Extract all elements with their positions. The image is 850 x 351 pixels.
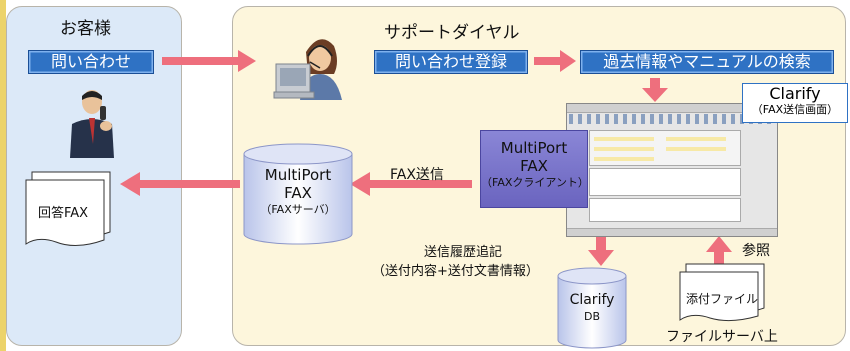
file-server-label: ファイルサーバ上 — [666, 329, 778, 345]
reply-fax-label: 回答FAX — [38, 206, 89, 221]
left-accent-strip — [0, 0, 6, 351]
clarify-screen-title: Clarify — [769, 84, 821, 103]
attachment-label: 添付ファイル — [686, 292, 759, 306]
clarify-db-cylinder — [557, 267, 627, 349]
customer-heading: お客様 — [60, 19, 111, 39]
arrow-register-to-search — [534, 50, 576, 72]
window-text-area — [589, 168, 741, 196]
arrow-search-to-clarify — [642, 78, 668, 102]
arrow-inquiry-to-operator — [162, 50, 256, 72]
reference-label: 参照 — [742, 243, 770, 259]
history-label-line1: 送信履歴追記 — [424, 245, 503, 260]
fax-client-line2: FAX — [520, 157, 548, 175]
support-heading: サポートダイヤル — [384, 23, 520, 43]
arrow-file-to-clarify — [706, 236, 732, 268]
db-label: Clarify DB — [556, 292, 628, 324]
fax-server-line2: FAX — [284, 184, 312, 202]
reply-fax-document-icon — [25, 171, 111, 246]
fax-client-box: MultiPort FAX （FAXクライアント） — [480, 130, 589, 208]
window-toolbar — [569, 114, 775, 124]
clarify-window-screenshot — [566, 103, 778, 237]
fax-server-line1: MultiPort — [264, 166, 332, 184]
clarify-screen-label: Clarify （FAX送信画面） — [742, 83, 848, 123]
register-box: 問い合わせ登録 — [374, 50, 528, 74]
window-list-area — [589, 198, 741, 222]
fax-send-label: FAX送信 — [390, 167, 444, 183]
fax-client-line3: （FAXクライアント） — [481, 176, 589, 189]
fax-server-cylinder — [243, 143, 353, 245]
arrow-client-to-server — [350, 172, 472, 196]
clarify-screen-subtitle: （FAX送信画面） — [751, 103, 839, 116]
fax-client-line1: MultiPort — [500, 139, 568, 157]
arrow-server-to-customer — [120, 172, 240, 196]
attachment-document-icon — [679, 263, 765, 322]
support-operator-icon — [273, 39, 342, 100]
fax-server-line3: （FAXサーバ） — [260, 203, 336, 216]
window-statusbar — [567, 228, 777, 236]
inquiry-box: 問い合わせ — [28, 50, 154, 74]
fax-server-label: MultiPort FAX （FAXサーバ） — [244, 166, 352, 218]
search-box: 過去情報やマニュアルの検索 — [580, 50, 834, 74]
window-menubar — [567, 104, 777, 113]
customer-on-phone-icon — [70, 90, 114, 158]
window-form-area — [589, 130, 741, 166]
arrow-clarify-to-db — [588, 236, 614, 266]
db-line2: DB — [583, 310, 601, 323]
db-line1: Clarify — [569, 292, 615, 308]
history-label-line2: （送付内容+送付文書情報） — [372, 264, 539, 279]
